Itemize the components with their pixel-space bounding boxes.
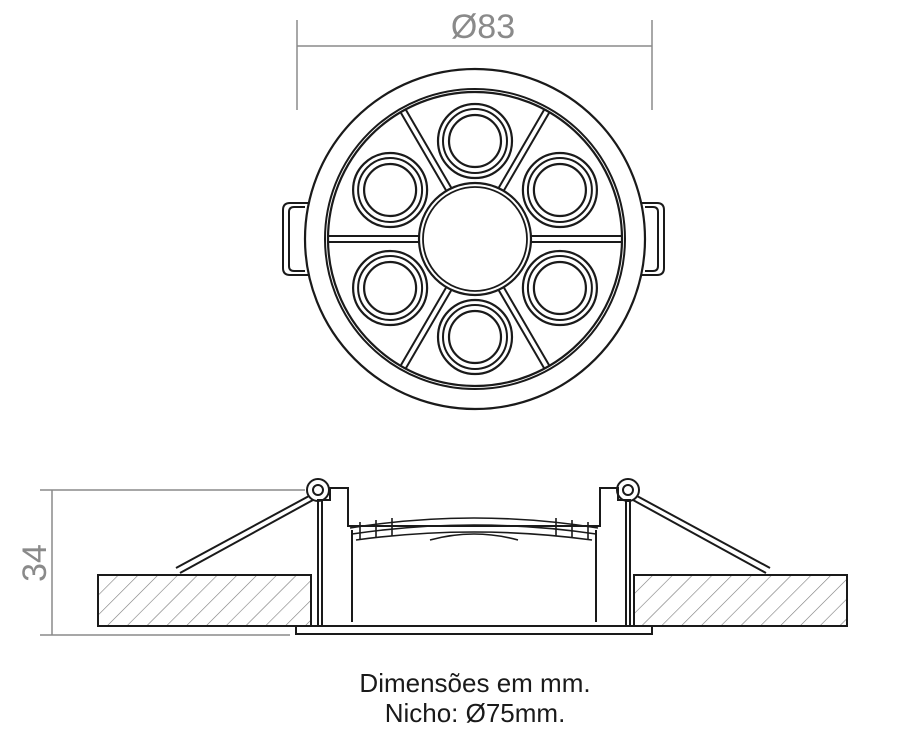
top-view: Ø83 [282,8,665,411]
lens-holder-ring [326,90,624,388]
spring-right [616,478,771,574]
height-label: 34 [16,544,54,582]
spring-left [175,478,330,574]
led-ring [442,108,508,174]
led-module [521,151,599,229]
led-ring [363,162,418,218]
ceiling-section-right [633,574,848,627]
ceiling-section-left [97,574,312,627]
center-hub-inner [422,186,528,292]
led-ring [352,151,429,229]
lens-grille [349,517,599,541]
led-module [352,151,429,229]
side-view: 34 [16,478,848,636]
led-ring [521,151,599,229]
hex-separators [328,109,622,369]
led-module [436,102,514,180]
led-ring [532,162,588,218]
center-hub [417,181,533,297]
height-dimension [40,489,305,636]
inner-trim-ring [324,88,626,390]
diameter-dimension [296,20,653,110]
led-module [436,298,514,376]
led-ring [436,102,514,180]
led-ring [357,255,424,321]
spring-clip-right [640,202,665,276]
diameter-label: Ø83 [451,8,515,46]
led-module [352,249,429,327]
housing-body [317,487,631,627]
led-ring [436,298,514,376]
led-ring [526,255,593,321]
led-ring [363,260,418,316]
led-ring [352,249,429,327]
led-ring [447,113,503,169]
led-ring [526,157,593,223]
led-ring [521,249,599,327]
caption-dimensions: Dimensões em mm. [359,668,591,698]
led-group [352,102,599,376]
spring-clip-left [282,202,310,276]
led-ring [532,260,588,316]
caption-niche: Nicho: Ø75mm. [384,698,566,728]
led-ring [357,157,424,223]
trim-flange [295,625,653,635]
led-module [521,249,599,327]
led-ring [442,304,508,370]
led-ring [447,309,503,365]
